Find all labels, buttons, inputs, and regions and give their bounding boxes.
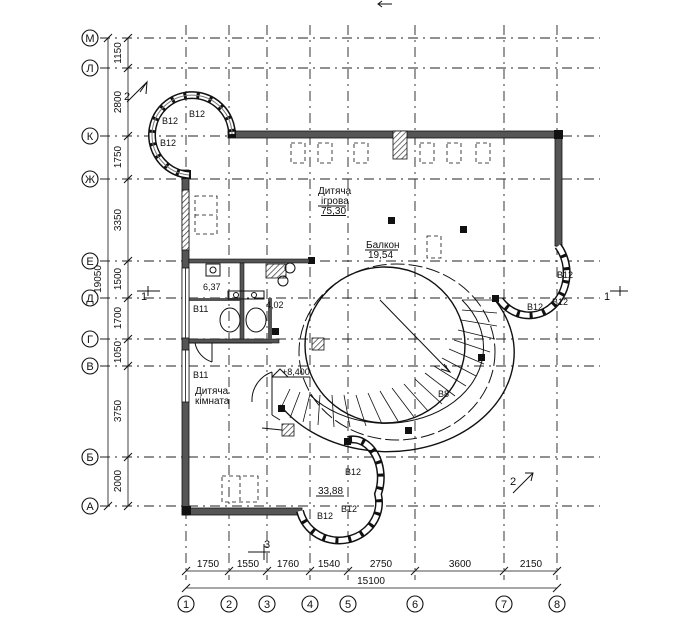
window-mark-b8: В8 <box>438 389 449 399</box>
number-axis-markers: 1 2 3 4 5 6 7 8 <box>177 595 566 613</box>
dim-v-1: 1150 <box>113 42 124 64</box>
window-mark-b11-2: В11 <box>193 370 208 380</box>
play-room-area: 75,30 <box>321 206 346 217</box>
dim-h-3: 1760 <box>277 559 300 570</box>
window-mark-b12-r3: В12 <box>552 297 568 307</box>
dim-v-5: 1500 <box>113 267 124 290</box>
axis-label-v: В <box>86 361 93 373</box>
window-mark-b12-tl2: В12 <box>189 109 205 119</box>
section-mark-1-right: 1 <box>604 291 610 303</box>
dim-v-total: 19050 <box>93 265 104 293</box>
horizontal-dimension-chain <box>181 566 562 593</box>
dim-h-6: 3600 <box>449 559 472 570</box>
axis-label-6: 6 <box>412 599 418 611</box>
wc-area: 4,02 <box>266 300 284 310</box>
axis-label-3: 3 <box>264 599 270 611</box>
bathroom-area: 6,37 <box>203 282 221 292</box>
dim-h-4: 1540 <box>318 559 341 570</box>
axis-label-e: Е <box>86 256 93 268</box>
dim-v-8: 3750 <box>113 399 124 422</box>
child-room-name-2: кімната <box>195 396 230 407</box>
window-mark-b12-b1: В12 <box>317 511 333 521</box>
axis-label-2: 2 <box>226 599 232 611</box>
balcony-area: 19,54 <box>368 250 393 261</box>
spiral-stair <box>279 299 498 428</box>
vertical-dimension-chain <box>103 33 133 511</box>
dim-v-3: 1750 <box>113 145 124 168</box>
window-mark-b12-r2: В12 <box>527 302 543 312</box>
dim-h-2: 1550 <box>237 559 260 570</box>
room-labels: Дитяча ігрова 75,30 Балкон 19,54 Дитяча … <box>195 186 400 497</box>
balcony-oval <box>279 263 515 453</box>
axis-label-k: К <box>87 131 94 143</box>
letter-axis-markers: М Л К Ж Е Д Г В Б А <box>81 29 99 515</box>
dim-v-2: 2800 <box>113 90 124 113</box>
interior-walls <box>189 342 281 421</box>
window-mark-b12-b2: В12 <box>341 504 357 514</box>
horizontal-dimension-labels: 1750 1550 1760 1540 2750 3600 2150 15100 <box>197 559 543 587</box>
dim-h-7: 2150 <box>520 559 543 570</box>
window-mark-b12-b3: В12 <box>345 467 361 477</box>
dim-v-7: 1050 <box>113 340 124 363</box>
section-mark-3: 3 <box>264 539 270 551</box>
bay-window-bottom: В12 В12 В12 <box>296 435 385 545</box>
section-mark-1-left: 1 <box>141 291 147 303</box>
dim-h-1: 1750 <box>197 559 220 570</box>
child-room-area: 33,88 <box>318 486 343 497</box>
section-marks: 1 1 2 2 3 <box>124 80 628 560</box>
bay-window-right: В12 В12 В12 <box>496 243 573 320</box>
window-mark-b12-r1: В12 <box>557 270 573 280</box>
play-room-name-2: ігрова <box>321 196 349 207</box>
ceiling-fixtures <box>194 142 491 503</box>
left-windows: В11 В11 <box>181 189 208 403</box>
axis-label-b: Б <box>86 452 93 464</box>
window-mark-b12-tl3: В12 <box>160 138 176 148</box>
bathroom-block: 6,37 4,02 <box>188 258 310 344</box>
section-mark-2-top: 2 <box>124 91 130 103</box>
section-mark-2-bottom: 2 <box>510 476 516 488</box>
axis-label-a: А <box>86 501 94 513</box>
axis-label-g: Г <box>87 334 93 346</box>
play-room-name-1: Дитяча <box>318 186 352 197</box>
axis-label-d: Д <box>86 293 94 305</box>
window-mark-b12-tl1: В12 <box>162 116 178 126</box>
balcony-name: Балкон <box>366 240 400 251</box>
stair-direction: В8 <box>379 299 452 399</box>
level-mark: +8,400 <box>271 367 310 378</box>
window-mark-b11-1: В11 <box>193 304 208 314</box>
dim-h-total: 15100 <box>357 576 385 587</box>
axis-label-5: 5 <box>345 599 351 611</box>
axis-label-m: М <box>85 33 94 45</box>
fixtures-balcony <box>261 337 325 437</box>
axis-label-8: 8 <box>554 599 560 611</box>
columns <box>272 217 499 445</box>
level-mark-value: +8,400 <box>282 367 310 377</box>
axis-label-1: 1 <box>183 599 189 611</box>
top-section-arrow-icon <box>377 0 392 8</box>
dim-v-6: 1700 <box>113 306 124 329</box>
bay-window-top-left: В12 В12 В12 <box>148 91 236 179</box>
exterior-walls <box>181 130 563 516</box>
dim-v-9: 2000 <box>113 469 124 492</box>
axis-label-l: Л <box>86 63 93 75</box>
axis-label-zh: Ж <box>85 174 95 186</box>
dim-v-4: 3350 <box>113 208 124 231</box>
dim-h-5: 2750 <box>370 559 393 570</box>
axis-label-7: 7 <box>501 599 507 611</box>
child-room-name-1: Дитяча <box>195 386 229 397</box>
vertical-dimension-labels: 1150 2800 1750 3350 1500 1700 1050 3750 … <box>93 42 124 492</box>
axis-label-4: 4 <box>307 599 313 611</box>
